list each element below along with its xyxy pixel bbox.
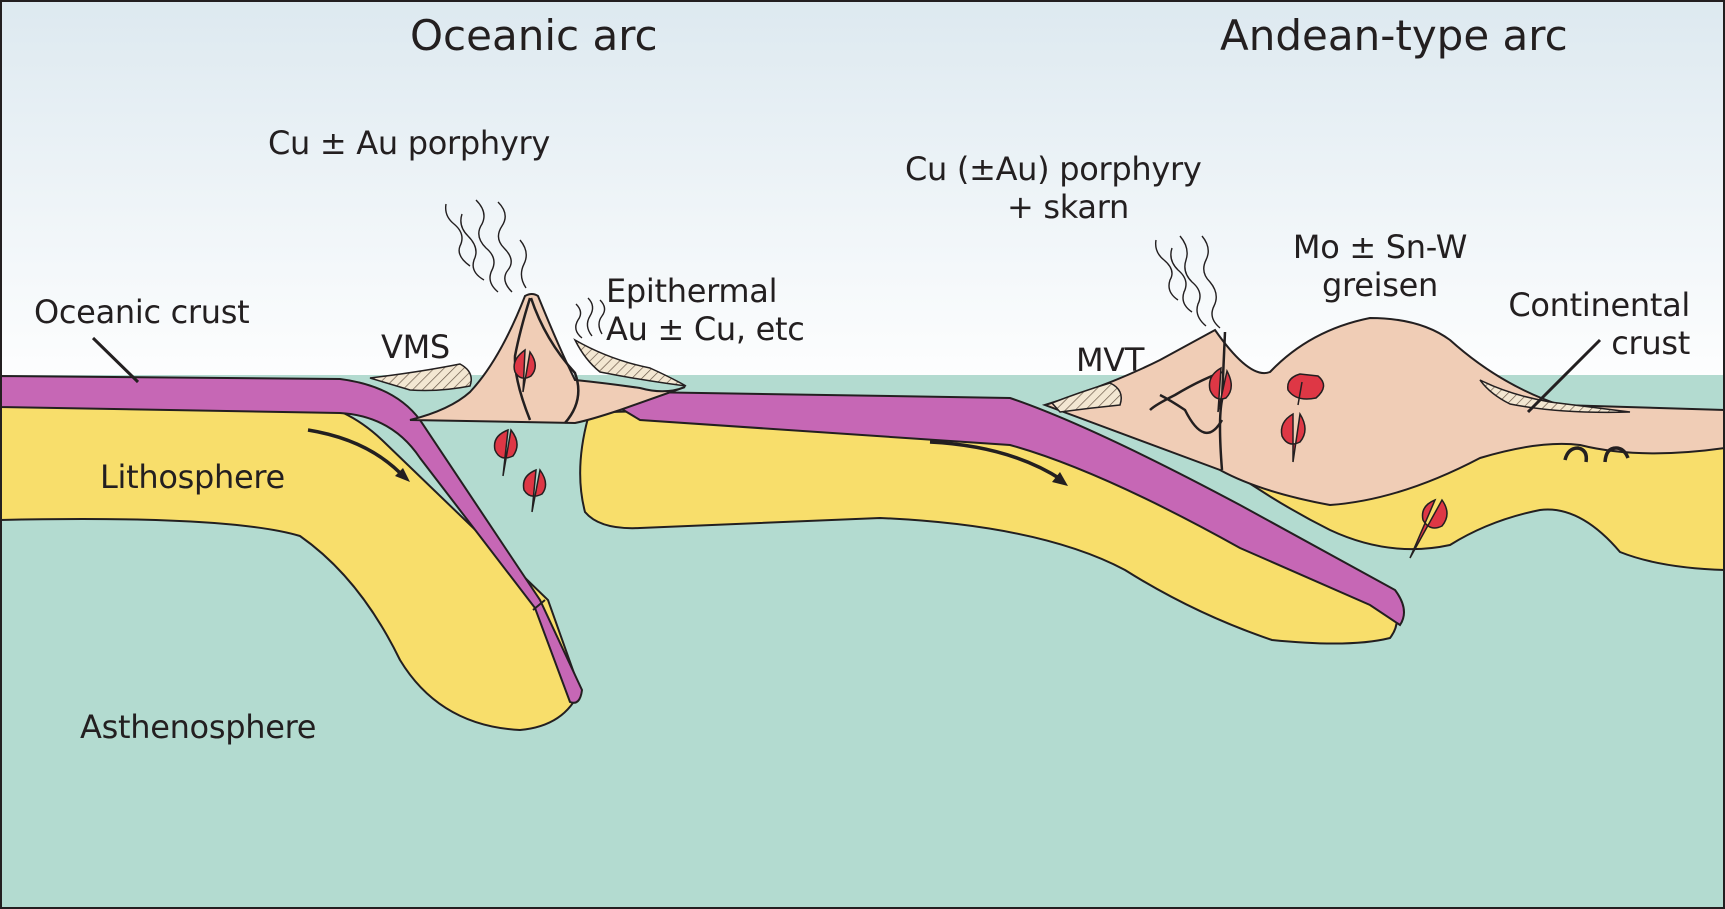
sky-background xyxy=(0,0,1725,400)
lithosphere-label: Lithosphere xyxy=(100,458,285,496)
oceanic-crust-label: Oceanic crust xyxy=(34,293,249,331)
continental-crust-label-line2: crust xyxy=(1480,324,1690,362)
magma-blob-andean-2 xyxy=(1288,374,1324,399)
epithermal-label-line1: Epithermal xyxy=(606,272,777,310)
vms-label: VMS xyxy=(381,328,450,366)
andean-arc-title: Andean-type arc xyxy=(1220,12,1568,60)
asthenosphere-label: Asthenosphere xyxy=(80,708,316,746)
cu-au-porphyry-skarn-label-line2: + skarn xyxy=(1007,188,1129,226)
mo-sn-w-label-line1: Mo ± Sn-W xyxy=(1285,228,1475,266)
epithermal-label-line2: Au ± Cu, etc xyxy=(606,310,805,348)
cu-au-porphyry-skarn-label-line1: Cu (±Au) porphyry xyxy=(905,150,1202,188)
oceanic-arc-title: Oceanic arc xyxy=(410,12,658,60)
continental-crust-label-line1: Continental xyxy=(1480,286,1690,324)
mvt-label: MVT xyxy=(1076,341,1144,379)
cu-au-porphyry-label: Cu ± Au porphyry xyxy=(268,124,550,162)
mo-sn-w-label-line2: greisen xyxy=(1285,266,1475,304)
